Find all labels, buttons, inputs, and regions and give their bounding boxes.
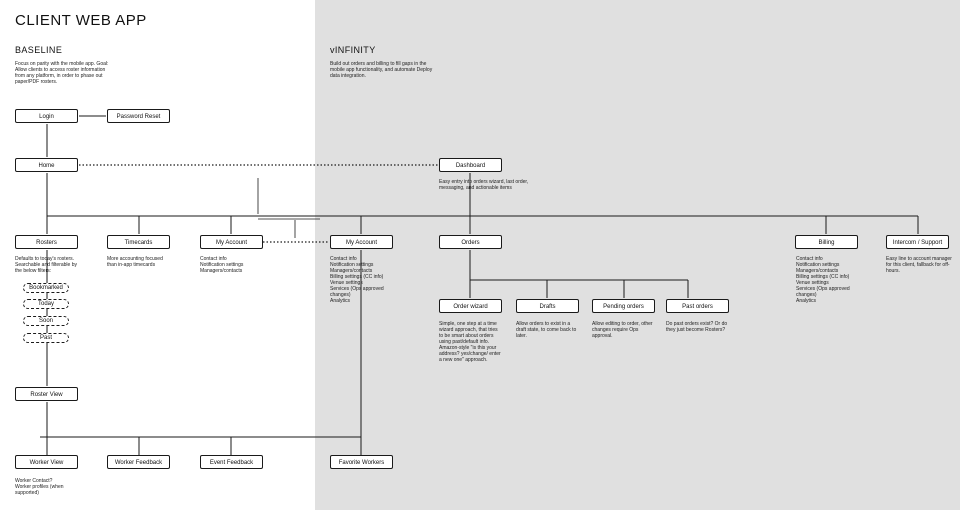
worker-view-node[interactable]: Worker View <box>15 455 78 469</box>
vinfinity-heading: vINFINITY <box>330 45 376 55</box>
intercom-support-node[interactable]: Intercom / Support <box>886 235 949 249</box>
baseline-heading: BASELINE <box>15 45 63 55</box>
billing-note: Contact info Notification settings Manag… <box>796 256 850 304</box>
vinfinity-description: Build out orders and billing to fill gap… <box>330 61 433 79</box>
order-wizard-node[interactable]: Order wizard <box>439 299 502 313</box>
filter-soon[interactable]: Soon <box>23 316 69 326</box>
filter-past[interactable]: Past <box>23 333 69 343</box>
login-node[interactable]: Login <box>15 109 78 123</box>
timecards-node[interactable]: Timecards <box>107 235 170 249</box>
my-account-baseline-node[interactable]: My Account <box>200 235 263 249</box>
past-orders-note: Do past orders exist? Or do they just be… <box>666 321 728 333</box>
past-orders-node[interactable]: Past orders <box>666 299 729 313</box>
event-feedback-node[interactable]: Event Feedback <box>200 455 263 469</box>
orders-node[interactable]: Orders <box>439 235 502 249</box>
pending-orders-node[interactable]: Pending orders <box>592 299 655 313</box>
filter-today[interactable]: Today <box>23 299 69 309</box>
my-account-baseline-note: Contact info Notification settings Manag… <box>200 256 244 274</box>
timecards-note: More accounting focused than in-app time… <box>107 256 163 268</box>
favorite-workers-node[interactable]: Favorite Workers <box>330 455 393 469</box>
worker-view-note: Worker Contact? Worker profiles (when su… <box>15 478 64 496</box>
order-wizard-note: Simple, one step at a time wizard approa… <box>439 321 501 363</box>
vinfinity-region <box>315 0 960 510</box>
my-account-vinfinity-node[interactable]: My Account <box>330 235 393 249</box>
worker-feedback-node[interactable]: Worker Feedback <box>107 455 170 469</box>
dashboard-note: Easy entry into orders wizard, last orde… <box>439 179 529 191</box>
pending-orders-note: Allow editing to order, other changes re… <box>592 321 653 339</box>
billing-node[interactable]: Billing <box>795 235 858 249</box>
dashboard-node[interactable]: Dashboard <box>439 158 502 172</box>
baseline-description: Focus on parity with the mobile app. Goa… <box>15 61 109 85</box>
rosters-note: Defaults to today's rosters. Searchable … <box>15 256 77 274</box>
rosters-node[interactable]: Rosters <box>15 235 78 249</box>
home-node[interactable]: Home <box>15 158 78 172</box>
intercom-support-note: Easy line to account manager for this cl… <box>886 256 952 274</box>
roster-view-node[interactable]: Roster View <box>15 387 78 401</box>
my-account-vinfinity-note: Contact info Notification settings Manag… <box>330 256 384 304</box>
drafts-note: Allow orders to exist in a draft state, … <box>516 321 577 339</box>
filter-bookmarked[interactable]: Bookmarked <box>23 283 69 293</box>
password-reset-node[interactable]: Password Reset <box>107 109 170 123</box>
page-title: CLIENT WEB APP <box>15 12 147 29</box>
drafts-node[interactable]: Drafts <box>516 299 579 313</box>
